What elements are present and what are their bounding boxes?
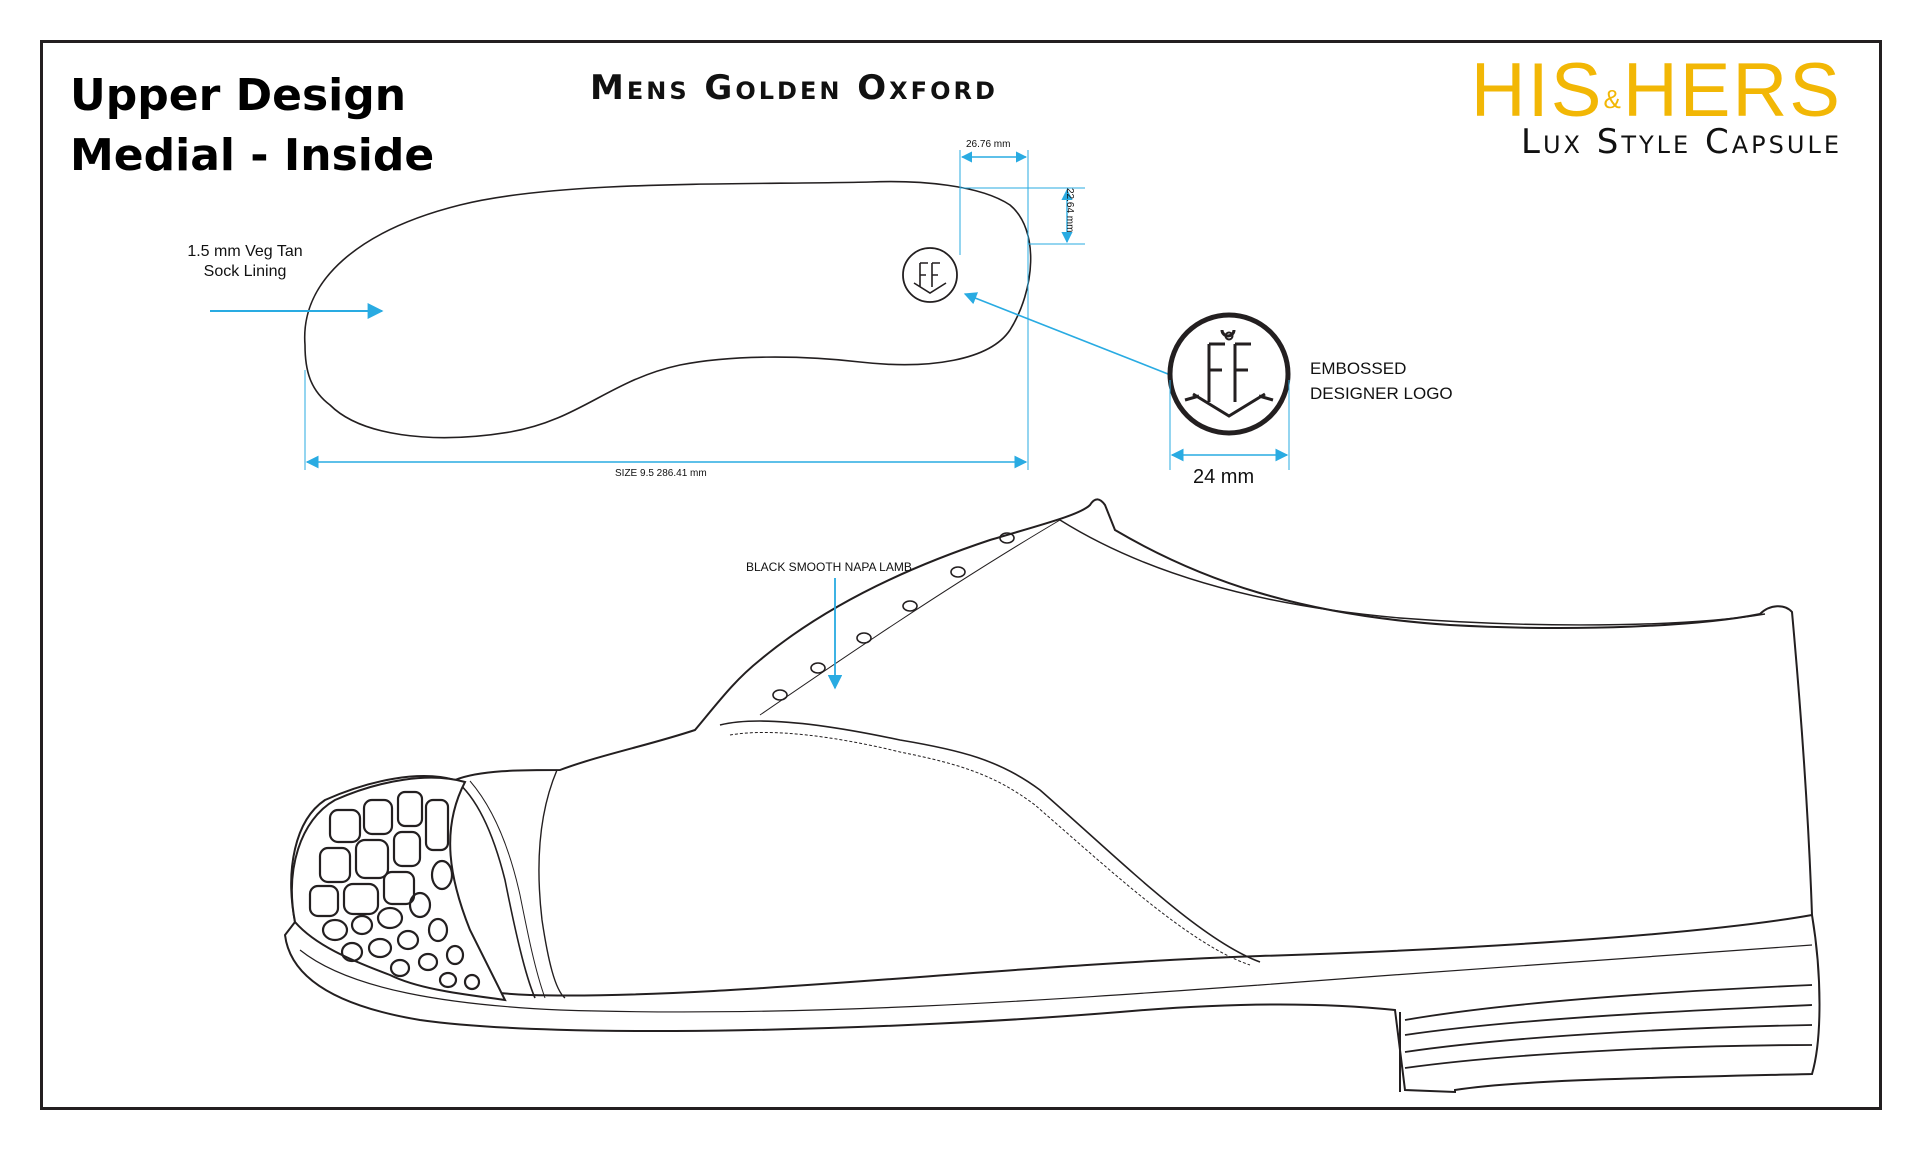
oxford-shoe (283, 498, 1821, 1094)
logo-label-line2: DESIGNER LOGO (1310, 384, 1453, 403)
logo-label: EMBOSSED DESIGNER LOGO (1310, 356, 1453, 406)
shoe-upper (290, 498, 1813, 923)
logo-diameter-label: 24 mm (1193, 466, 1255, 488)
section-title-line1: Upper Design (70, 70, 407, 121)
embossed-logo-icon (1167, 312, 1291, 436)
insole-length-label: SIZE 9.5 286.41 mm (615, 468, 707, 479)
brand-ampersand: & (1603, 84, 1623, 114)
vamp-edge (719, 720, 1261, 963)
upper-material-label: BLACK SMOOTH NAPA LAMB (746, 560, 912, 574)
welt-line (299, 944, 1813, 1013)
document-title: Mens Golden Oxford (590, 68, 998, 108)
insole-outline (304, 180, 1032, 439)
section-title-line2: Medial - Inside (70, 130, 435, 181)
brand-name: HIS&HERS (1330, 53, 1842, 129)
section-title: Upper Design Medial - Inside (70, 66, 434, 186)
lining-label-line2: Sock Lining (203, 263, 287, 280)
logo-offset-height-label: 22.64 mm (1064, 188, 1075, 233)
heel-stack (1404, 984, 1813, 1069)
logo-offset-width-label: 26.76 mm (966, 139, 1011, 150)
logo-leader-arrow (963, 292, 1169, 375)
insole-logo-icon (902, 247, 958, 303)
logo-label-line1: EMBOSSED (1310, 359, 1407, 378)
brand-tagline: Lux Style Capsule (1521, 122, 1842, 162)
toe-cap-seam (454, 779, 536, 999)
lining-label-line1: 1.5 mm Veg Tan (187, 243, 303, 260)
collar-line (1059, 519, 1766, 626)
shoe-sole (283, 913, 1821, 1094)
drawing-frame (40, 40, 1882, 1110)
lining-label: 1.5 mm Veg Tan Sock Lining (150, 242, 340, 282)
brand-name-his: HIS (1470, 48, 1604, 133)
brand-name-hers: HERS (1622, 48, 1842, 133)
brand-logo: HIS&HERS Lux Style Capsule (1330, 53, 1842, 163)
croc-scales (308, 790, 481, 991)
eyelets (772, 532, 1015, 701)
